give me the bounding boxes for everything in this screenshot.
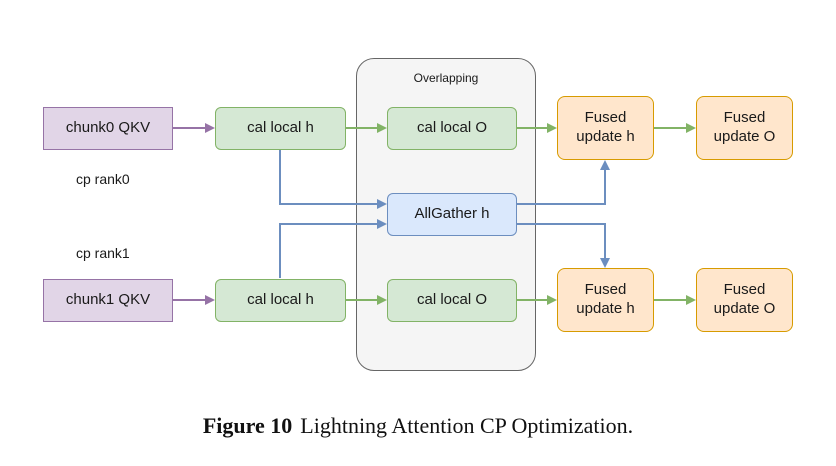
fused-update-h-rank0-node: Fused update h — [557, 96, 654, 160]
cal-local-o-rank0-label: cal local O — [416, 119, 488, 137]
fused-update-h-rank1-node: Fused update h — [557, 268, 654, 332]
figure-caption-text: Lightning Attention CP Optimization. — [300, 413, 634, 438]
edge-allgather-to-fusedh1 — [517, 223, 610, 268]
figure-caption: Figure 10 Lightning Attention CP Optimiza… — [0, 413, 836, 439]
chunk1-qkv-node: chunk1 QKV — [43, 279, 173, 322]
cal-local-h-rank0-label: cal local h — [247, 119, 314, 137]
fused-update-o-rank1-label: Fused update O — [713, 281, 776, 317]
overlapping-label: Overlapping — [413, 71, 479, 85]
chunk0-qkv-node: chunk0 QKV — [43, 107, 173, 150]
cal-local-h-rank1-label: cal local h — [247, 291, 314, 309]
fused-update-o-rank1-node: Fused update O — [696, 268, 793, 332]
chunk1-qkv-label: chunk1 QKV — [65, 291, 151, 309]
edge-localh1-to-allgather — [279, 219, 387, 278]
cal-local-o-rank1-node: cal local O — [387, 279, 517, 322]
cp-rank0-label: cp rank0 — [76, 171, 130, 187]
figure-number: Figure 10 — [202, 413, 293, 438]
allgather-h-label: AllGather h — [414, 205, 490, 223]
cp-rank1-label: cp rank1 — [76, 245, 130, 261]
fused-update-o-rank0-node: Fused update O — [696, 96, 793, 160]
edge-localh0-to-allgather — [279, 150, 387, 209]
cal-local-o-rank0-node: cal local O — [387, 107, 517, 150]
cal-local-o-rank1-label: cal local O — [416, 291, 488, 309]
edge-allgather-to-fusedh0 — [517, 160, 610, 205]
cal-local-h-rank0-node: cal local h — [215, 107, 346, 150]
fused-update-h-rank0-label: Fused update h — [576, 109, 635, 145]
allgather-h-node: AllGather h — [387, 193, 517, 236]
fused-update-o-rank0-label: Fused update O — [713, 109, 776, 145]
cal-local-h-rank1-node: cal local h — [215, 279, 346, 322]
chunk0-qkv-label: chunk0 QKV — [65, 119, 151, 137]
fused-update-h-rank1-label: Fused update h — [576, 281, 635, 317]
